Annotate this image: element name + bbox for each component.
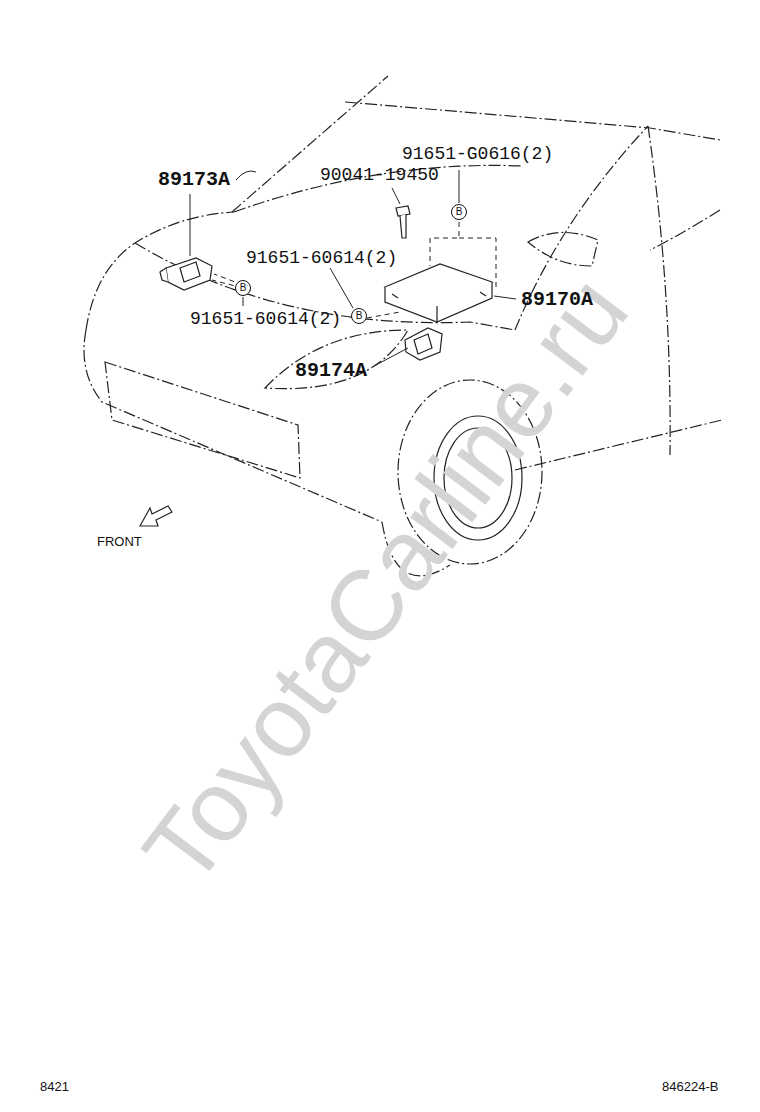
circle-letter-text: B xyxy=(356,311,363,321)
direction-label: FRONT xyxy=(97,535,142,548)
circle-letter-text: B xyxy=(240,283,247,293)
part-number: 91651-60614(2) xyxy=(190,310,341,328)
circled-letter: B xyxy=(351,308,367,324)
circle-letter-text: B xyxy=(456,207,463,217)
part-number: 91651-60614(2) xyxy=(246,249,397,267)
circled-letter: B xyxy=(235,280,251,296)
part-number: 90041-19450 xyxy=(320,166,439,184)
circled-letter: B xyxy=(451,204,467,220)
watermark: ToyotaCarline.ru xyxy=(126,259,644,901)
callout-number: 89173A xyxy=(158,170,230,190)
page-number: 8421 xyxy=(40,1080,69,1093)
callout-number: 89170A xyxy=(521,290,593,310)
part-number: 91651-G0616(2) xyxy=(402,145,553,163)
callout-number: 89174A xyxy=(295,361,367,381)
figure-number: 846224-B xyxy=(662,1080,718,1093)
